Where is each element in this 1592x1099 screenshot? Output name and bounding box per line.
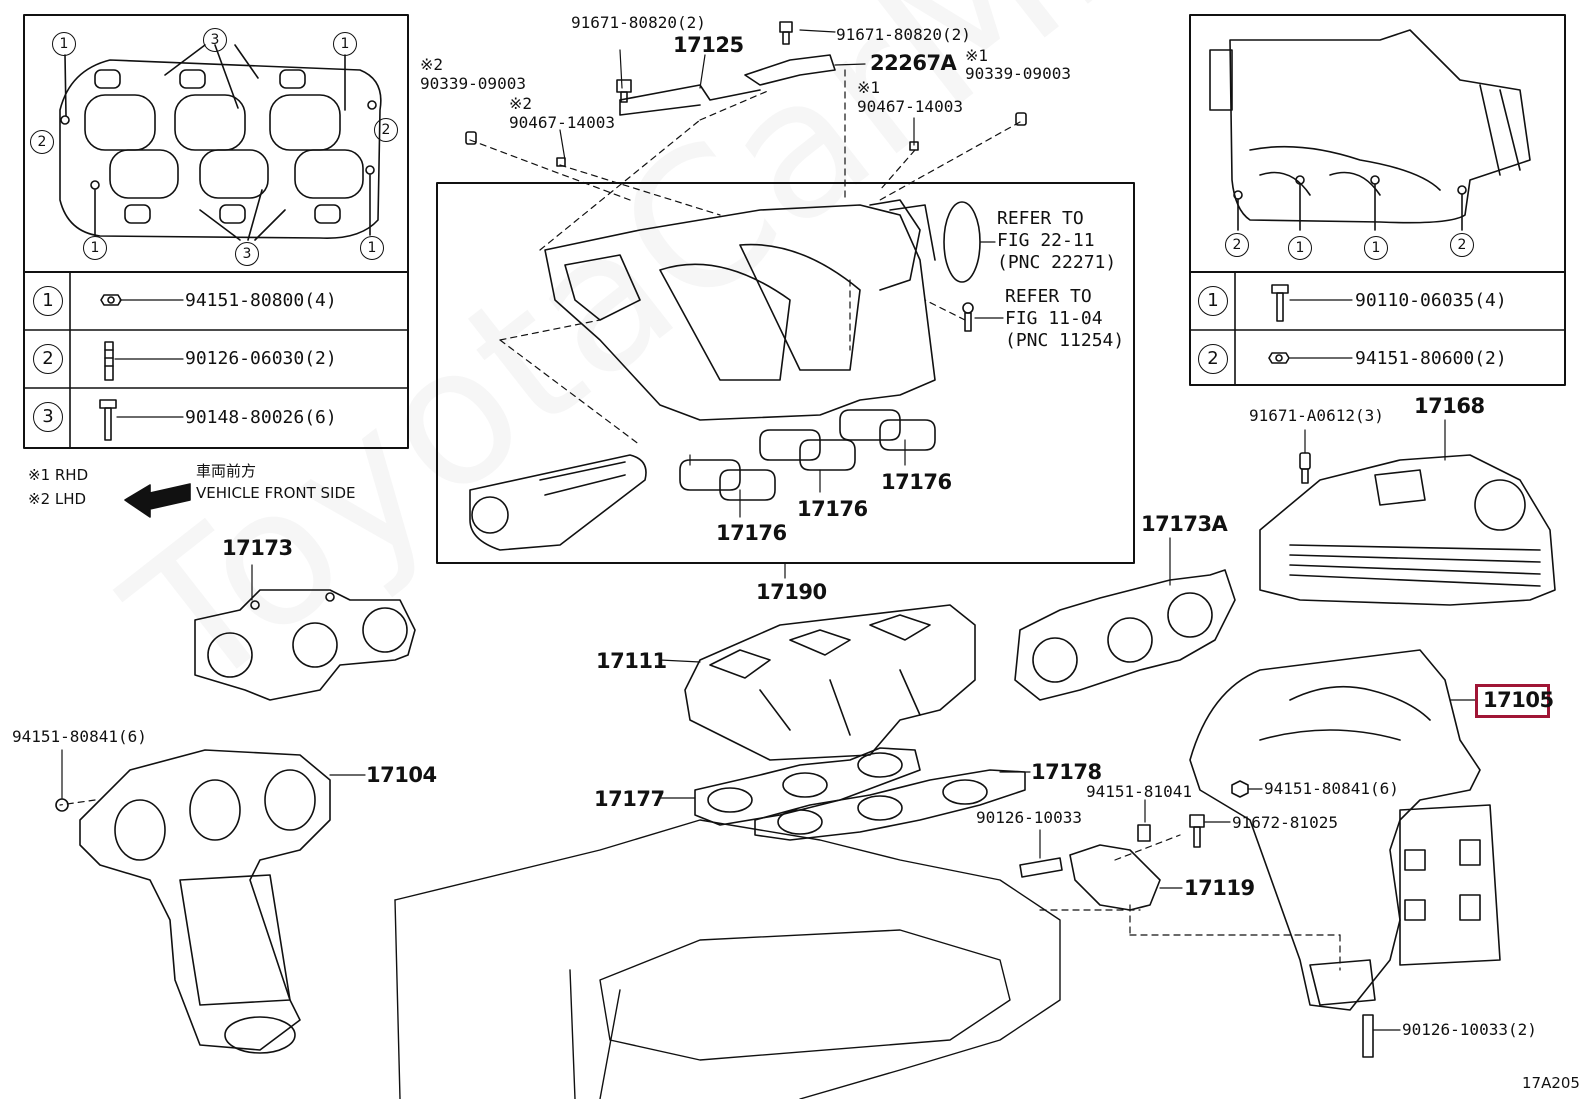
part-label[interactable]: 91671-A0612(3) — [1249, 406, 1384, 425]
note-mark: ※1 — [965, 46, 989, 65]
fastener-icons-right — [1268, 284, 1290, 364]
legend-right-part-2: 94151-80600(2) — [1355, 348, 1507, 369]
gasket-callout-2-icon: 2 — [374, 118, 398, 142]
right-detail-box — [1189, 14, 1566, 386]
part-label[interactable]: 17168 — [1414, 394, 1485, 418]
bracket-17119 — [1019, 780, 1249, 911]
part-label[interactable]: 17173 — [222, 536, 293, 560]
part-label[interactable]: 17119 — [1184, 876, 1255, 900]
gasket-callout-1-icon: 1 — [333, 32, 357, 56]
intake-plenum — [544, 199, 981, 421]
refer-to-1-line3: (PNC 22271) — [997, 252, 1117, 273]
gasket-17178 — [754, 769, 1026, 841]
part-label[interactable]: 90339-09003 — [420, 74, 526, 93]
refer-to-1-line2: FIG 22-11 — [997, 230, 1095, 251]
vehicle-front-arrow — [124, 483, 191, 518]
gasket-callout-1-icon: 1 — [360, 236, 384, 260]
note-rhd: ※1 RHD — [28, 466, 89, 484]
part-label[interactable]: 17176 — [797, 497, 868, 521]
refer-to-2-line2: FIG 11-04 — [1005, 308, 1103, 329]
exhaust-manifold-17105 — [1189, 649, 1501, 1011]
part-label[interactable]: 90126-10033 — [976, 808, 1082, 827]
part-label[interactable]: 90126-10033(2) — [1402, 1020, 1537, 1039]
exhaust-manifold-topview — [1209, 29, 1531, 231]
part-label[interactable]: 17111 — [596, 649, 667, 673]
refer-to-2-line1: REFER TO — [1005, 286, 1092, 307]
part-label[interactable]: 17177 — [594, 787, 665, 811]
engine-block-outline — [394, 819, 1061, 1099]
manifold-callout-1-icon: 1 — [1288, 236, 1312, 260]
callout-1-icon: 1 — [1198, 286, 1228, 316]
note-lhd: ※2 LHD — [28, 490, 87, 508]
part-label[interactable]: 22267A — [870, 51, 957, 75]
part-label[interactable]: 91671-80820(2) — [571, 13, 706, 32]
note-mark: ※1 — [857, 78, 881, 97]
part-label[interactable]: 94151-80841(6) — [1264, 779, 1399, 798]
part-label-highlighted[interactable]: 17105 — [1483, 688, 1554, 712]
part-label[interactable]: 94151-81041 — [1086, 782, 1192, 801]
gasket-callout-2-icon: 2 — [30, 130, 54, 154]
gasket-callout-1-icon: 1 — [52, 32, 76, 56]
part-label[interactable]: 91672-81025 — [1232, 813, 1338, 832]
fastener-icons-left — [99, 294, 122, 441]
refer-to-2-line3: (PNC 11254) — [1005, 330, 1125, 351]
intake-port-gaskets — [679, 409, 936, 501]
gasket-callout-1-icon: 1 — [83, 236, 107, 260]
intake-manifold-17111 — [684, 604, 976, 761]
top-fasteners — [465, 21, 1027, 332]
refer-to-1-line1: REFER TO — [997, 208, 1084, 229]
vehicle-front-en: VEHICLE FRONT SIDE — [196, 484, 356, 502]
part-label[interactable]: 17173A — [1141, 512, 1228, 536]
callout-3-icon: 3 — [33, 402, 63, 432]
legend-right-part-1: 90110-06035(4) — [1355, 290, 1507, 311]
gasket-17173A — [1014, 569, 1236, 701]
gasket-callout-3-icon: 3 — [203, 28, 227, 52]
part-label[interactable]: 90467-14003 — [857, 97, 963, 116]
manifold-callout-1-icon: 1 — [1364, 236, 1388, 260]
highlighted-part-box[interactable] — [1475, 684, 1550, 718]
part-label[interactable]: 90467-14003 — [509, 113, 615, 132]
part-label[interactable]: 17176 — [881, 470, 952, 494]
part-label[interactable]: 17176 — [716, 521, 787, 545]
manifold-gasket-topview — [59, 44, 382, 241]
part-label[interactable]: 17178 — [1031, 760, 1102, 784]
gasket-17177 — [694, 747, 921, 826]
callout-1-icon: 1 — [33, 286, 63, 316]
part-label[interactable]: 91671-80820(2) — [836, 25, 971, 44]
left-detail-box — [23, 14, 409, 449]
callout-2-icon: 2 — [1198, 344, 1228, 374]
legend-left-part-1: 94151-80800(4) — [185, 290, 337, 311]
part-label[interactable]: 17104 — [366, 763, 437, 787]
intake-control-valve — [469, 454, 647, 551]
part-label[interactable]: 94151-80841(6) — [12, 727, 147, 746]
part-label[interactable]: 17125 — [673, 33, 744, 57]
callout-2-icon: 2 — [33, 344, 63, 374]
exhaust-manifold-17104 — [79, 749, 331, 1054]
part-label[interactable]: 17190 — [756, 580, 827, 604]
note-mark: ※2 — [420, 55, 444, 74]
gasket-17173 — [194, 589, 416, 701]
heat-insulator-17168 — [1259, 454, 1556, 606]
note-mark: ※2 — [509, 94, 533, 113]
manifold-callout-2-icon: 2 — [1225, 233, 1249, 257]
manifold-callout-2-icon: 2 — [1450, 233, 1474, 257]
figure-code: 17A205 — [1522, 1074, 1580, 1092]
legend-left-part-3: 90148-80026(6) — [185, 407, 337, 428]
gasket-callout-3-icon: 3 — [235, 242, 259, 266]
vehicle-front-jp: 車両前方 — [196, 462, 257, 480]
part-label[interactable]: 90339-09003 — [965, 64, 1071, 83]
legend-left-part-2: 90126-06030(2) — [185, 348, 337, 369]
